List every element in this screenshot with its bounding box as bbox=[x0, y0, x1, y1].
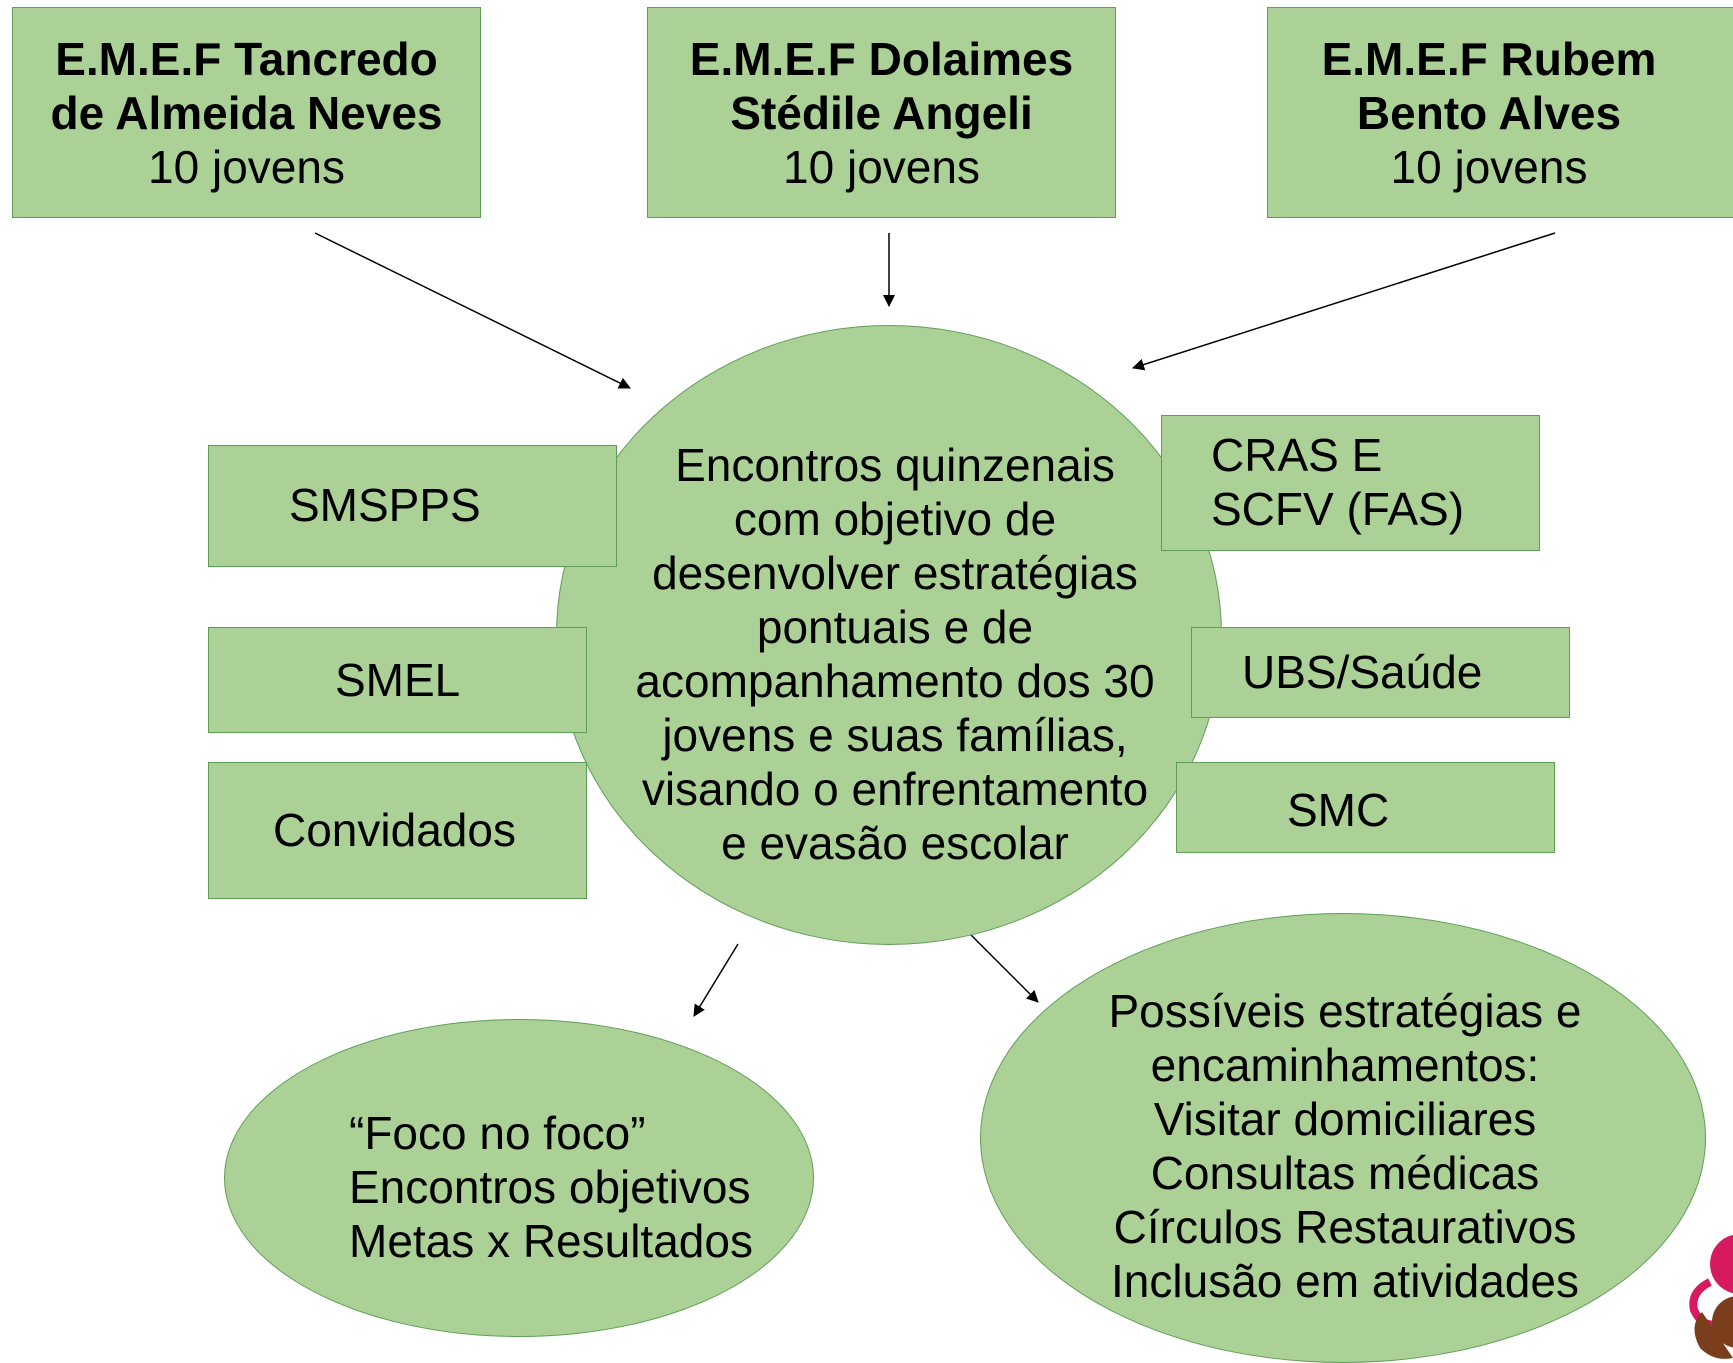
center-line: e evasão escolar bbox=[721, 817, 1069, 869]
estrategias-line: Visitar domiciliares bbox=[1153, 1093, 1537, 1145]
partner-label-ubs: UBS/Saúde bbox=[1242, 646, 1483, 698]
logo-icon bbox=[1689, 1234, 1733, 1359]
school-count: 10 jovens bbox=[1390, 140, 1588, 193]
school-name-line1: E.M.E.F Dolaimes bbox=[689, 32, 1074, 85]
partner-box-smc: SMC bbox=[1176, 762, 1555, 853]
arrow-school1-to-center bbox=[314, 232, 631, 389]
foco-line: “Foco no foco” bbox=[349, 1107, 646, 1159]
estrategias-text: Possíveis estratégias e encaminhamentos:… bbox=[1045, 984, 1645, 1308]
center-line: jovens e suas famílias, bbox=[662, 709, 1128, 761]
estrategias-line: Consultas médicas bbox=[1150, 1147, 1540, 1199]
estrategias-line: Inclusão em atividades bbox=[1111, 1255, 1579, 1307]
school-name-line2: de Almeida Neves bbox=[50, 86, 443, 139]
arrow-center-to-foco bbox=[693, 943, 739, 1017]
school-box-dolaimes: E.M.E.F Dolaimes Stédile Angeli 10 joven… bbox=[647, 7, 1116, 218]
foco-ellipse bbox=[224, 1019, 814, 1337]
partner-box-convidados: Convidados bbox=[208, 762, 587, 899]
center-description: Encontros quinzenais com objetivo de des… bbox=[605, 438, 1185, 870]
partner-box-ubs: UBS/Saúde bbox=[1191, 627, 1570, 718]
estrategias-ellipse bbox=[980, 913, 1706, 1363]
partner-label-convidados: Convidados bbox=[273, 804, 516, 856]
partner-label-smel: SMEL bbox=[335, 654, 461, 706]
school-name-line1: E.M.E.F Rubem bbox=[1321, 32, 1657, 85]
partner-box-smel: SMEL bbox=[208, 627, 587, 733]
foco-line: Encontros objetivos bbox=[349, 1161, 751, 1213]
arrow-center-to-estrategias bbox=[965, 929, 1039, 1003]
center-line: acompanhamento dos 30 bbox=[635, 655, 1155, 707]
center-line: desenvolver estratégias bbox=[652, 547, 1138, 599]
center-line: Encontros quinzenais bbox=[675, 439, 1115, 491]
partner-label-smspps: SMSPPS bbox=[289, 479, 481, 531]
estrategias-line: encaminhamentos: bbox=[1150, 1039, 1540, 1091]
partner-box-cras: CRAS E SCFV (FAS) bbox=[1161, 415, 1540, 551]
center-line: visando o enfrentamento bbox=[641, 763, 1149, 815]
estrategias-line: Círculos Restaurativos bbox=[1113, 1201, 1577, 1253]
center-circle bbox=[556, 325, 1222, 945]
estrategias-line: Possíveis estratégias e bbox=[1108, 985, 1582, 1037]
partner-label-smc: SMC bbox=[1287, 784, 1390, 836]
partner-label-cras-line1: CRAS E bbox=[1211, 429, 1383, 481]
school-name-line2: Stédile Angeli bbox=[730, 86, 1033, 139]
center-line: pontuais e de bbox=[756, 601, 1034, 653]
center-line: com objetivo de bbox=[733, 493, 1057, 545]
school-count: 10 jovens bbox=[148, 140, 345, 193]
school-name-line1: E.M.E.F Tancredo bbox=[55, 32, 438, 85]
arrow-school3-to-center bbox=[1132, 232, 1556, 371]
school-box-rubem: E.M.E.F Rubem Bento Alves 10 jovens bbox=[1267, 7, 1733, 218]
school-count: 10 jovens bbox=[783, 140, 980, 193]
partner-label-cras-line2: SCFV (FAS) bbox=[1211, 483, 1465, 535]
foco-line: Metas x Resultados bbox=[349, 1215, 753, 1267]
school-name-line2: Bento Alves bbox=[1356, 86, 1622, 139]
partner-box-smspps: SMSPPS bbox=[208, 445, 617, 567]
foco-text: “Foco no foco” Encontros objetivos Metas… bbox=[349, 1106, 753, 1268]
school-box-tancredo: E.M.E.F Tancredo de Almeida Neves 10 jov… bbox=[12, 7, 481, 218]
